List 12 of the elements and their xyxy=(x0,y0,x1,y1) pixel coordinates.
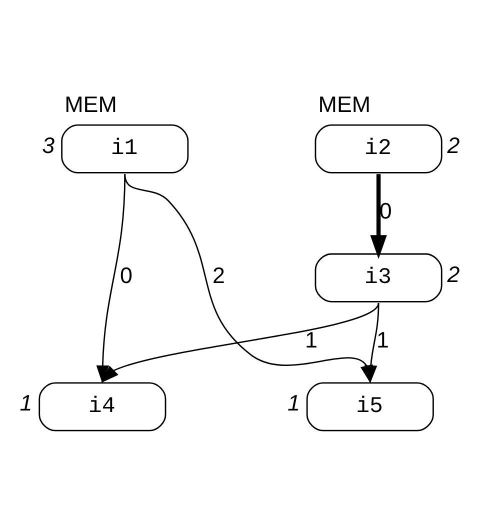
node-label: MEM xyxy=(318,92,371,117)
edge-label: 0 xyxy=(120,262,133,288)
edge-label: 1 xyxy=(376,327,389,352)
node-label: 1 xyxy=(287,390,300,416)
edge-label: 1 xyxy=(305,327,318,352)
node-label: 2 xyxy=(447,261,460,286)
edge-label: 0 xyxy=(379,198,392,224)
node-label: 2 xyxy=(447,132,460,158)
edge-label: 2 xyxy=(212,262,226,288)
node-label: 3 xyxy=(42,132,55,158)
node-label: MEM xyxy=(64,92,117,117)
node-label: 1 xyxy=(20,390,32,416)
